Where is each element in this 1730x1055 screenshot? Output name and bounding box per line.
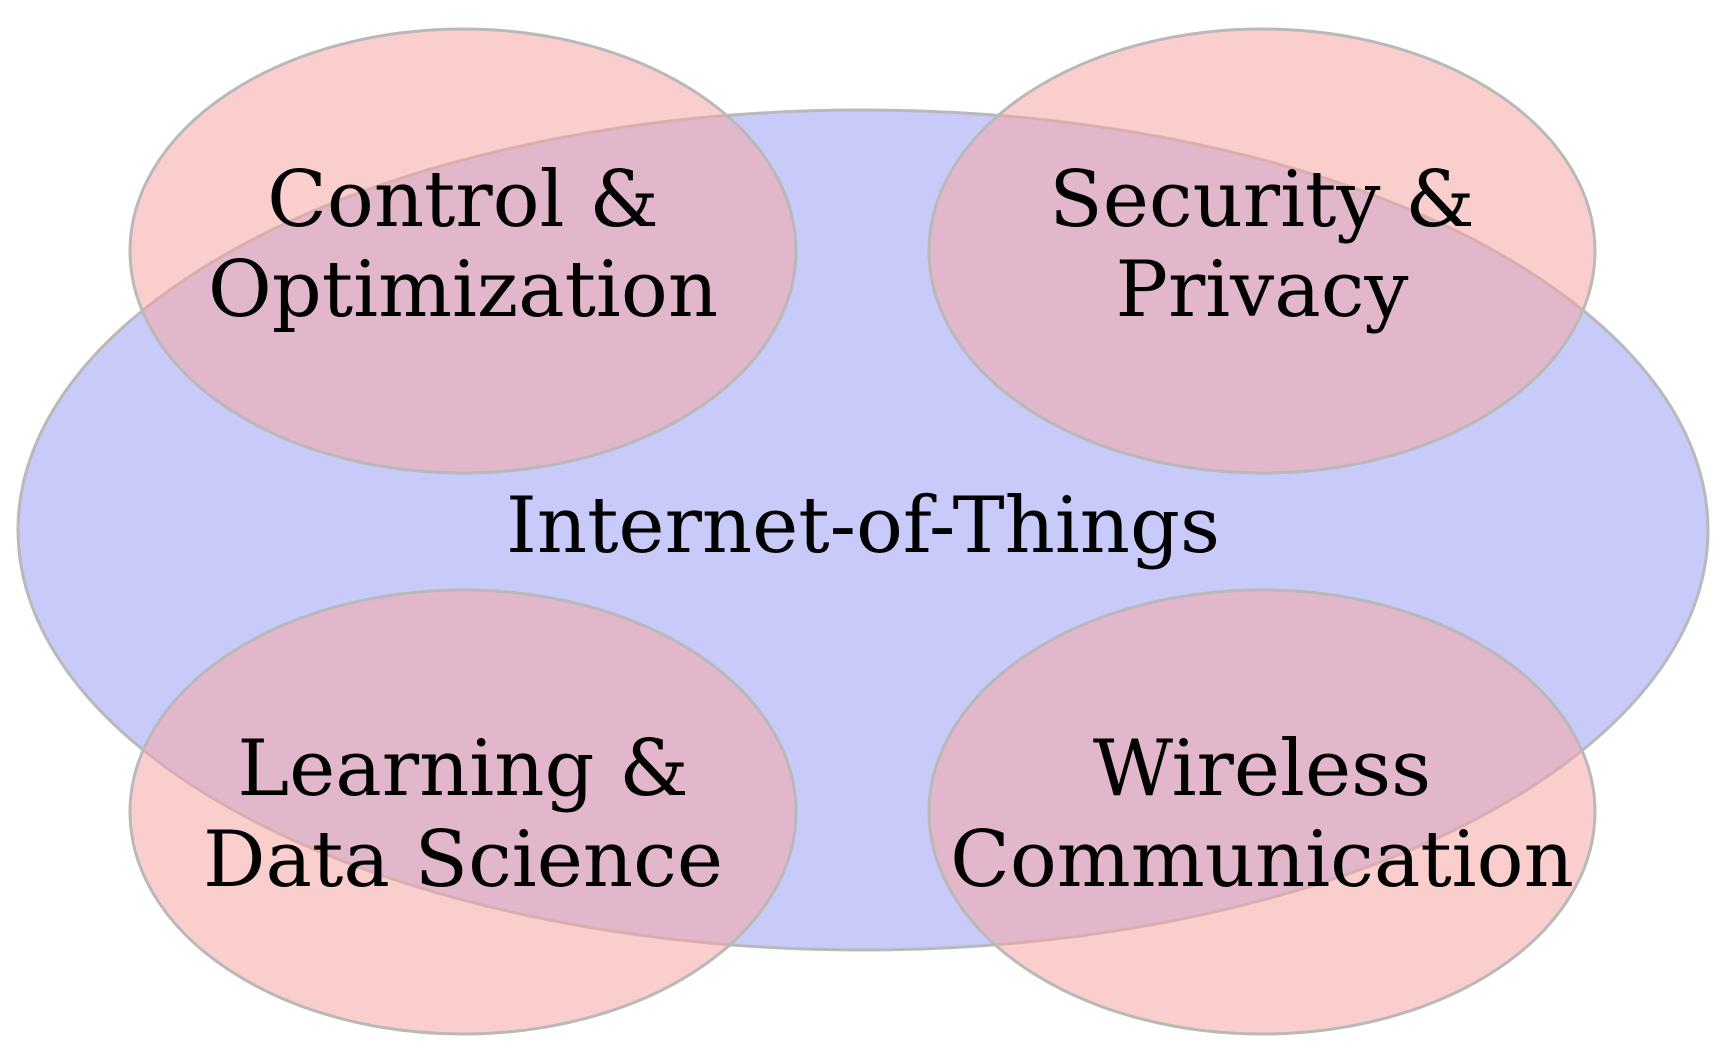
petal-label-control-line2: Optimization [208,245,718,335]
petal-ellipse-wireless-communication [927,588,1597,1036]
petal-ellipse-learning-data-science [128,588,798,1036]
petal-label-wireless-line2: Communication [950,815,1574,905]
petal-label-learning-line1: Learning & [237,724,688,814]
petal-ellipse-control-optimization [128,27,798,475]
petal-ellipse-security-privacy [927,27,1597,475]
petal-label-security-line1: Security & [1049,155,1474,245]
petal-label-wireless-line1: Wireless [1093,724,1431,814]
petal-label-security-line2: Privacy [1115,245,1408,335]
center-label: Internet-of-Things [506,481,1220,571]
petal-label-learning-line2: Data Science [203,815,723,905]
petal-label-control-line1: Control & [267,155,659,245]
